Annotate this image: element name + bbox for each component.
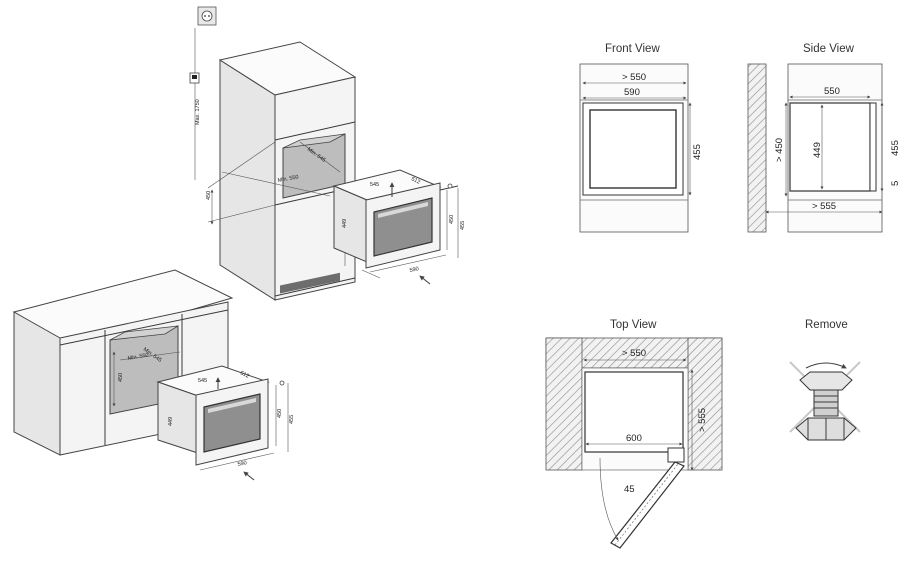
tall-cabinet-side (219, 59, 276, 301)
remove-view: Remove (789, 319, 861, 441)
tall-front-width-label: 590 (409, 266, 419, 274)
top-door-angle: 45 (624, 484, 635, 495)
side-depth: 550 (824, 86, 840, 97)
front-view: Front View > 550 590 455 (579, 43, 703, 233)
iso-tall-cabinet: Max. 1750 450 Min. 550 Min. 545 545 512 … (189, 6, 466, 301)
side-gap: 5 (890, 181, 901, 186)
remove-view-title: Remove (805, 319, 848, 331)
tall-body-height-label: 449 (342, 219, 348, 228)
low-front-width-label: 590 (237, 460, 247, 468)
side-appliance-body (789, 102, 871, 192)
tall-side-depth-label: 512 (410, 176, 421, 185)
remove-foot-icon (789, 361, 861, 441)
top-appliance-body (584, 371, 684, 453)
side-view-title: Side View (803, 43, 855, 55)
side-wall (747, 63, 767, 233)
iso-low-cabinet: 450 Min. 550 Min. 545 545 512 449 450 45… (12, 269, 295, 481)
side-niche-depth: > 555 (812, 201, 836, 212)
side-front-height: 455 (890, 140, 901, 156)
top-left-wall (545, 337, 583, 471)
front-appliance-height: 455 (692, 144, 703, 160)
front-appliance-width: 590 (624, 87, 640, 98)
low-body-depth-label: 545 (198, 378, 207, 384)
low-front-height-b: 455 (289, 415, 295, 424)
front-door-glass (589, 109, 677, 189)
tall-body-depth-label: 545 (370, 182, 379, 188)
side-view: Side View 550 > 450 449 455 5 > 555 (747, 43, 901, 233)
front-view-title: Front View (605, 43, 660, 55)
front-outer-width: > 550 (622, 72, 646, 83)
top-right-wall (687, 337, 723, 471)
power-socket-icon (197, 6, 217, 26)
top-view: Top View > 550 600 > 555 45 (545, 319, 723, 549)
low-niche-height-label: 450 (118, 373, 124, 382)
top-appliance-width: 600 (626, 433, 642, 444)
tall-front-height-a: 450 (449, 215, 455, 224)
low-min-width-label: Min. 550 (127, 352, 149, 362)
power-plug-icon (189, 72, 200, 84)
tall-niche-height-label: 450 (206, 191, 212, 200)
top-door-open (610, 461, 685, 549)
side-niche-height: > 450 (774, 138, 785, 162)
top-niche-width: > 550 (622, 348, 646, 359)
side-body-height: 449 (812, 142, 823, 158)
low-front-height-a: 450 (277, 409, 283, 418)
max-height-label: Max. 1750 (195, 99, 201, 125)
top-depth: > 555 (697, 408, 708, 432)
low-side-depth-label: 512 (239, 370, 250, 379)
top-view-title: Top View (610, 319, 657, 331)
tall-front-height-b: 455 (460, 221, 466, 230)
low-body-height-label: 449 (168, 417, 174, 426)
tall-min-width-label: Min. 550 (277, 174, 299, 184)
